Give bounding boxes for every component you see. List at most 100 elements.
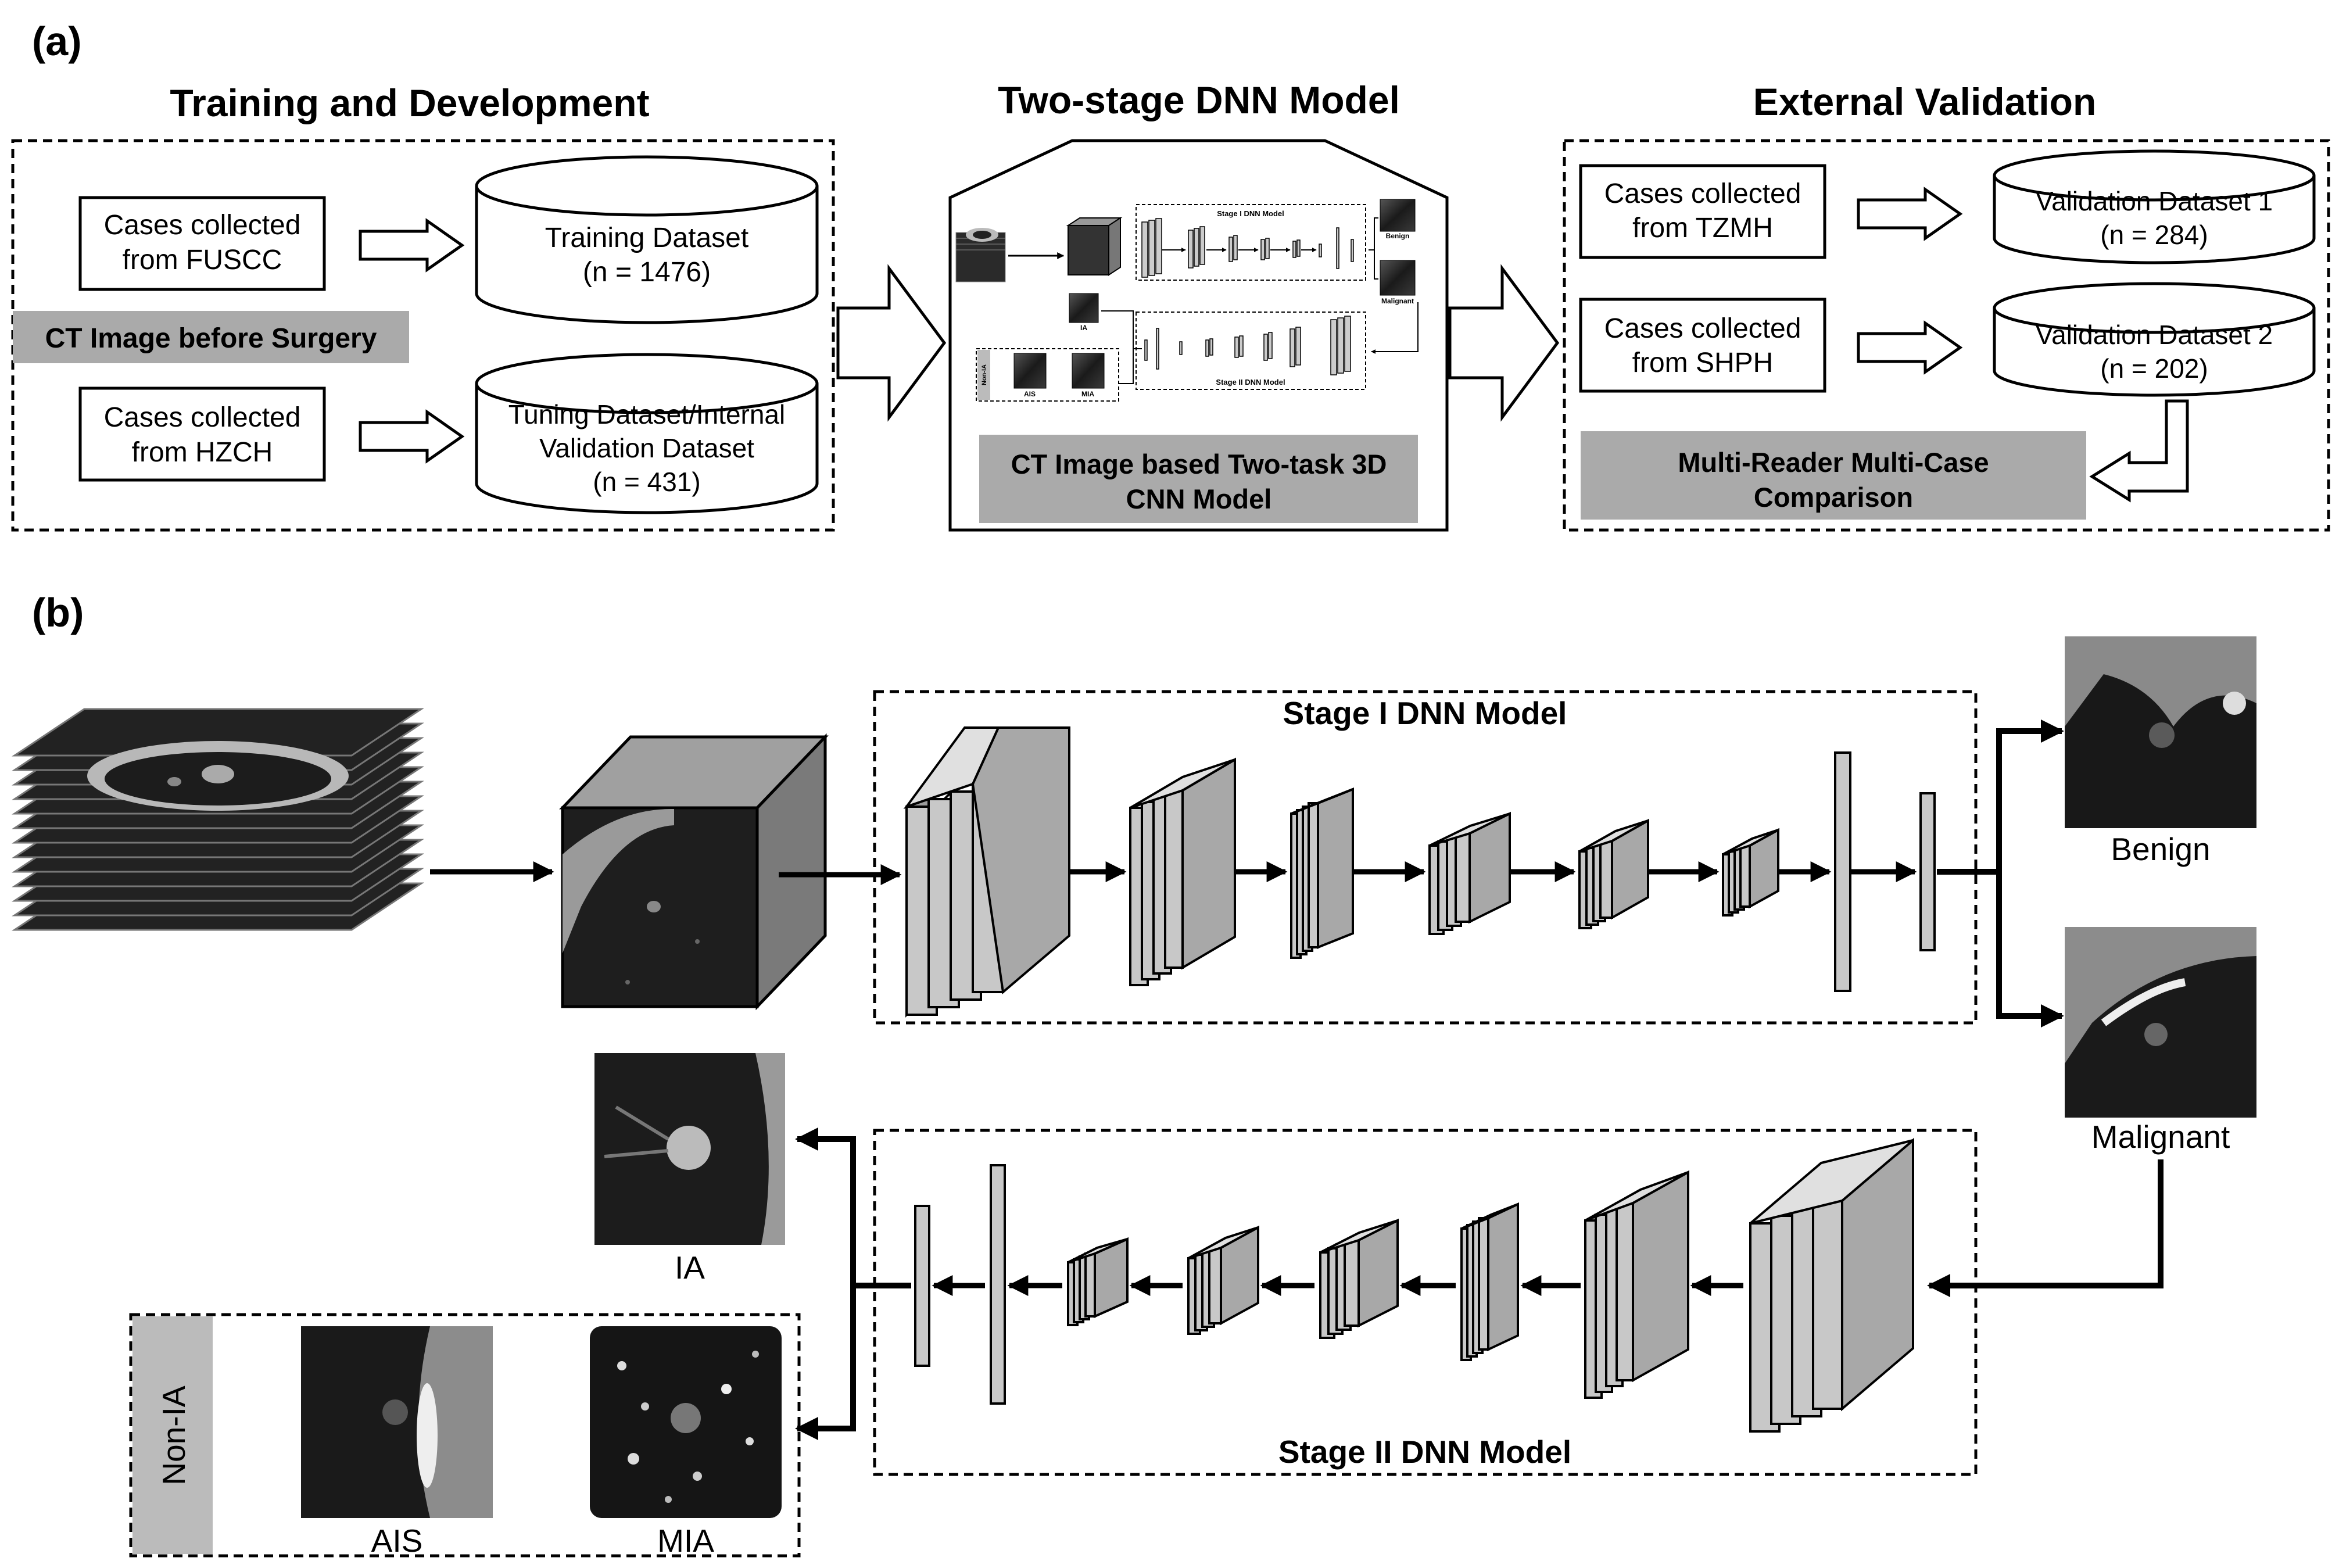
stage1-block6 — [1722, 828, 1779, 917]
ct-patch-cube — [559, 733, 829, 1011]
stage2-block5 — [1187, 1225, 1259, 1335]
stage2-block3 — [1460, 1202, 1519, 1361]
mia-image — [590, 1326, 782, 1518]
mini-stage1-layers — [1141, 218, 1354, 278]
fuscc-source-box — [78, 196, 326, 291]
mini-stage2-title: Stage II DNN Model — [1216, 378, 1285, 386]
stage1-frame — [873, 690, 1978, 1025]
validation2-cylinder — [1993, 282, 2316, 397]
fuscc-source-line2: from FUSCC — [123, 245, 282, 275]
mini-ia-label: IA — [1080, 324, 1087, 332]
mini-ct-stack — [955, 228, 1006, 282]
ais-label: AIS — [371, 1523, 423, 1559]
training-section-title: Training and Development — [170, 81, 649, 124]
stage1-block4 — [1428, 811, 1511, 935]
stage1-output-split — [1937, 728, 2054, 1019]
mini-ais-image — [1013, 353, 1047, 389]
mini-ais-label: AIS — [1024, 390, 1036, 398]
mini-benign-label: Benign — [1386, 232, 1410, 240]
mini-stage2-frame — [1136, 312, 1366, 390]
stage2-block6 — [1067, 1237, 1129, 1326]
validation1-cylinder — [1993, 149, 2316, 264]
tuning-dataset-line2: Validation Dataset — [539, 433, 754, 463]
validation1-line1: Validation Dataset 1 — [2036, 186, 2273, 216]
tuning-dataset-cylinder — [475, 353, 819, 514]
tzmh-hollow-arrow — [1857, 187, 1963, 241]
non-ia-banner — [132, 1316, 213, 1554]
model-banner-line1: CT Image based Two-task 3D — [1011, 449, 1387, 479]
fuscc-hollow-arrow — [359, 218, 465, 273]
mini-model-thumbnail: Stage I DNN Model Benign Malignant IA St… — [955, 199, 1419, 402]
model-banner — [979, 435, 1418, 523]
shph-source-line1: Cases collected — [1604, 313, 1801, 344]
training-to-model-arrow — [836, 264, 947, 422]
model-section-title: Two-stage DNN Model — [998, 78, 1400, 121]
stage2-block2 — [1584, 1170, 1689, 1399]
mini-nonia-label: Non-IA — [981, 364, 988, 385]
non-ia-label: Non-IA — [156, 1386, 192, 1485]
tuning-dataset-line1: Tuning Dataset/Internal — [508, 399, 785, 429]
hzch-source-line1: Cases collected — [104, 402, 301, 433]
model-banner-line2: CNN Model — [1126, 484, 1272, 514]
fuscc-source-line1: Cases collected — [104, 210, 301, 241]
mini-nonia-frame — [976, 348, 1119, 402]
malignant-label: Malignant — [2091, 1119, 2230, 1155]
mini-benign-image — [1380, 199, 1416, 232]
stage1-block3 — [1290, 787, 1354, 959]
stage2-frame — [873, 1129, 1978, 1476]
ais-image — [301, 1326, 493, 1518]
malignant-image — [2065, 927, 2256, 1118]
ia-image — [594, 1053, 785, 1245]
mini-stage1-title: Stage I DNN Model — [1217, 209, 1284, 218]
ct-slice-stack — [12, 708, 424, 931]
stage2-fc1 — [990, 1164, 1006, 1405]
malignant-to-stage2-path — [1927, 1159, 2164, 1297]
benign-label: Benign — [2111, 831, 2210, 867]
hzch-source-line2: from HZCH — [132, 437, 273, 468]
mini-mia-label: MIA — [1081, 390, 1094, 398]
benign-image — [2065, 636, 2256, 828]
validation2-line1: Validation Dataset 2 — [2036, 320, 2273, 350]
hzch-hollow-arrow — [359, 409, 465, 464]
validation2-line2: (n = 202) — [2100, 353, 2208, 384]
ct-before-surgery-label: CT Image before Surgery — [45, 323, 377, 354]
external-section-title: External Validation — [1753, 80, 2097, 123]
tzmh-source-line2: from TZMH — [1632, 213, 1773, 244]
mini-ia-image — [1069, 293, 1099, 323]
tzmh-source-line1: Cases collected — [1604, 178, 1801, 209]
training-dataset-cylinder — [475, 155, 819, 324]
mrmc-banner-line2: Comparison — [1754, 482, 1913, 513]
tzmh-source-box — [1579, 164, 1826, 259]
panel-b-label: (b) — [32, 590, 84, 635]
mini-stage1-frame — [1136, 204, 1366, 281]
mini-malignant-image — [1380, 260, 1416, 296]
model-to-external-arrow — [1448, 264, 1560, 422]
stage1-title: Stage I DNN Model — [1283, 695, 1567, 731]
mini-mia-image — [1072, 353, 1105, 389]
panel-a-label: (a) — [32, 19, 82, 64]
shph-source-line2: from SHPH — [1632, 348, 1774, 378]
external-section-frame — [1563, 139, 2330, 532]
stage1-block5 — [1578, 818, 1649, 929]
validation1-line2: (n = 284) — [2100, 220, 2208, 250]
ia-label: IA — [675, 1250, 705, 1286]
mini-malignant-label: Malignant — [1381, 297, 1414, 305]
mini-stage2-layers — [1144, 316, 1351, 375]
stage2-output-split — [814, 1136, 911, 1431]
stage2-block4 — [1319, 1218, 1399, 1339]
ct-before-surgery-banner — [13, 311, 409, 363]
mrmc-banner — [1581, 431, 2086, 520]
non-ia-frame — [129, 1313, 801, 1558]
tuning-dataset-line3: (n = 431) — [593, 467, 700, 497]
stage2-fc2 — [914, 1205, 930, 1367]
stage1-fc2 — [1919, 792, 1936, 951]
hzch-source-box — [78, 386, 326, 482]
shph-source-box — [1579, 298, 1826, 393]
stage1-layers — [903, 726, 1070, 1018]
stage2-title: Stage II DNN Model — [1278, 1434, 1571, 1470]
mia-label: MIA — [657, 1523, 714, 1559]
training-dataset-line1: Training Dataset — [545, 223, 748, 253]
stage1-fc1 — [1834, 751, 1851, 992]
stage2-block1 — [1749, 1137, 1914, 1433]
